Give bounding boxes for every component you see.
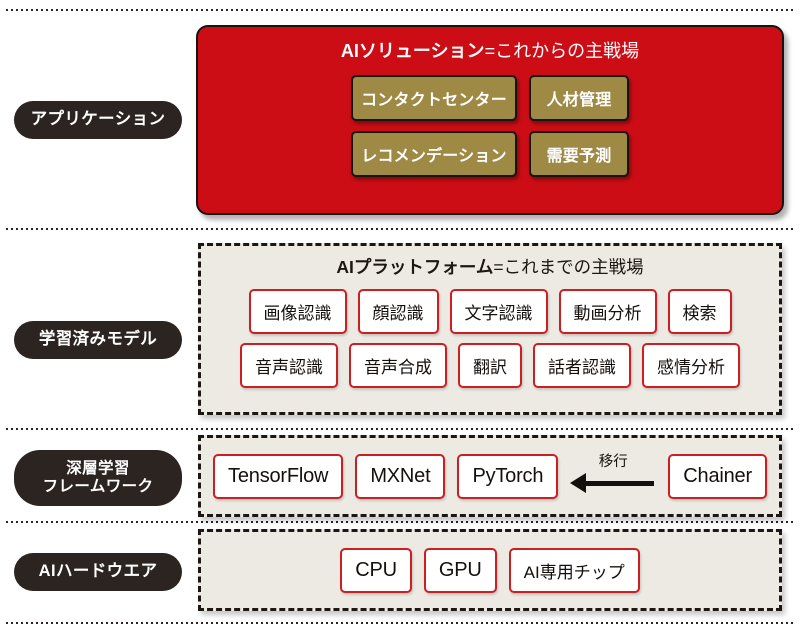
framework-item-mxnet[interactable]: MXNet xyxy=(355,453,446,499)
model-item-speaker-recognition[interactable]: 話者認識 xyxy=(533,343,631,388)
migration-arrow-label: 移行 xyxy=(598,453,628,470)
model-item-text-recognition[interactable]: 文字認識 xyxy=(449,289,548,334)
framework-row: TensorFlow MXNet PyTorch 移行 Chainer xyxy=(201,438,779,514)
hardware-row: CPU GPU AI専用チップ xyxy=(201,532,779,608)
arrow-head-left-icon xyxy=(570,472,587,493)
layer-badge-ai-hardware: AIハードウエア xyxy=(14,553,182,591)
arrow-shaft xyxy=(584,480,655,486)
layer-badge-application-label: アプリケーション xyxy=(30,110,166,129)
application-item-contact-center[interactable]: コンタクトセンター xyxy=(351,74,517,121)
framework-item-pytorch[interactable]: PyTorch xyxy=(457,453,559,499)
model-item-sentiment-analysis[interactable]: 感情分析 xyxy=(642,343,740,388)
framework-badge-line1: 深層学習 xyxy=(66,460,130,478)
model-item-speech-synthesis[interactable]: 音声合成 xyxy=(349,343,447,388)
layer-badge-trained-model: 学習済みモデル xyxy=(14,321,182,359)
application-panel: AIソリューション=これからの主戦場 コンタクトセンター 人材管理 レコメンデー… xyxy=(196,25,784,215)
hardware-item-ai-chip[interactable]: AI専用チップ xyxy=(508,547,640,593)
application-panel-title: AIソリューション=これからの主戦場 xyxy=(198,41,782,63)
divider-framework-hardware xyxy=(6,521,794,523)
layer-badge-ai-hardware-label: AIハードウエア xyxy=(38,562,158,581)
application-item-grid: コンタクトセンター 人材管理 レコメンデーション 需要予測 xyxy=(351,74,629,177)
hardware-panel: CPU GPU AI専用チップ xyxy=(198,529,782,611)
platform-title-rest: =これまでの主戦場 xyxy=(493,257,644,277)
framework-item-tensorflow[interactable]: TensorFlow xyxy=(213,453,344,499)
framework-item-chainer[interactable]: Chainer xyxy=(668,453,767,499)
hardware-item-cpu[interactable]: CPU xyxy=(340,547,412,593)
trained-model-panel: AIプラットフォーム=これまでの主戦場 画像認識 顔認識 文字認識 動画分析 検… xyxy=(198,243,782,415)
trained-model-row-1: 画像認識 顔認識 文字認識 動画分析 検索 xyxy=(201,289,779,334)
application-title-bold: AIソリューション xyxy=(340,41,485,61)
divider-application-model xyxy=(6,228,794,230)
model-item-translation[interactable]: 翻訳 xyxy=(458,343,522,388)
layer-badge-trained-model-label: 学習済みモデル xyxy=(38,330,158,349)
framework-panel: TensorFlow MXNet PyTorch 移行 Chainer xyxy=(198,435,782,517)
hardware-item-gpu[interactable]: GPU xyxy=(423,547,497,593)
layer-badge-deep-learning-framework: 深層学習 フレームワーク xyxy=(14,450,182,506)
trained-model-panel-title: AIプラットフォーム=これまでの主戦場 xyxy=(201,257,779,278)
model-item-speech-recognition[interactable]: 音声認識 xyxy=(240,343,338,388)
application-title-rest: =これからの主戦場 xyxy=(484,41,640,61)
application-item-recommendation[interactable]: レコメンデーション xyxy=(351,130,517,177)
model-item-video-analysis[interactable]: 動画分析 xyxy=(558,289,657,334)
application-item-demand-forecast[interactable]: 需要予測 xyxy=(529,130,629,177)
migration-arrow: 移行 xyxy=(570,454,656,499)
model-item-image-recognition[interactable]: 画像認識 xyxy=(248,289,347,334)
divider-top xyxy=(6,9,794,11)
platform-title-bold: AIプラットフォーム xyxy=(336,257,494,277)
layer-badge-framework-label: 深層学習 フレームワーク xyxy=(43,460,154,496)
divider-bottom xyxy=(6,622,794,624)
model-item-search[interactable]: 検索 xyxy=(667,289,732,334)
framework-badge-line2: フレームワーク xyxy=(42,478,154,495)
divider-model-framework xyxy=(6,428,794,430)
trained-model-row-2: 音声認識 音声合成 翻訳 話者認識 感情分析 xyxy=(201,343,779,388)
layer-badge-application: アプリケーション xyxy=(14,101,182,139)
application-item-hr-management[interactable]: 人材管理 xyxy=(529,74,629,121)
model-item-face-recognition[interactable]: 顔認識 xyxy=(357,289,439,334)
